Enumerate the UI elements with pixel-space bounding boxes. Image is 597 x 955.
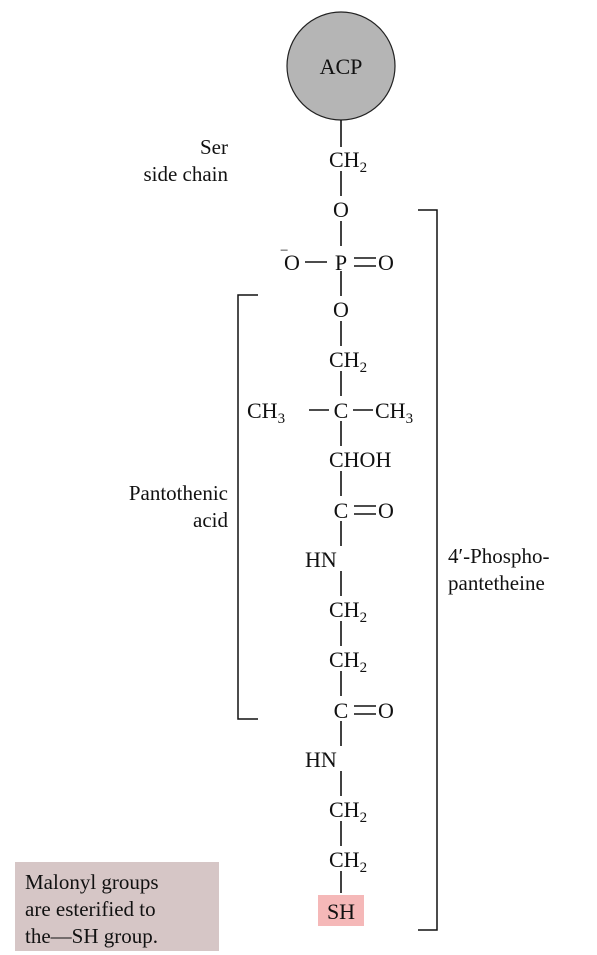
choh: CHOH bbox=[329, 447, 391, 472]
pantothenic-bracket bbox=[237, 294, 258, 720]
backbone-bonds bbox=[305, 120, 376, 893]
ch2-beta-alanine-1: CH2 bbox=[329, 597, 367, 626]
note-line3: the—SH group. bbox=[25, 924, 158, 948]
ch2-pantoyl: CH2 bbox=[329, 347, 367, 376]
thiol-group: SH bbox=[327, 899, 355, 924]
phosphopantetheine-bracket bbox=[418, 209, 438, 931]
sh-highlight bbox=[318, 895, 364, 926]
ch2-ser: CH2 bbox=[329, 147, 367, 176]
quaternary-carbon: C bbox=[334, 398, 349, 423]
pantothenic-label-line2: acid bbox=[193, 508, 228, 532]
ch3-right: CH3 bbox=[375, 398, 413, 427]
ser-label-line1: Ser bbox=[200, 135, 228, 159]
ch2-beta-alanine-2: CH2 bbox=[329, 647, 367, 676]
ch2-cysteamine-2: CH2 bbox=[329, 847, 367, 876]
amide-nh-1: HN bbox=[305, 547, 337, 572]
amide-nh-2: HN bbox=[305, 747, 337, 772]
ch3-left: CH3 bbox=[247, 398, 285, 427]
ester-oxygen: O bbox=[333, 197, 349, 222]
phosphoryl-oxygen: O bbox=[378, 250, 394, 275]
note-line1: Malonyl groups bbox=[25, 870, 159, 894]
phosphate-oxygen: O bbox=[333, 297, 349, 322]
negative-charge: − bbox=[280, 243, 288, 259]
carbonyl-carbon-2: C bbox=[334, 698, 349, 723]
anionic-oxygen: O bbox=[284, 250, 300, 275]
malonyl-note-box bbox=[15, 862, 219, 951]
phosphorus: P bbox=[335, 250, 347, 275]
carbonyl-oxygen-2: O bbox=[378, 698, 394, 723]
carbonyl-oxygen-1: O bbox=[378, 498, 394, 523]
phospho-label-line2: pantetheine bbox=[448, 571, 545, 595]
carbonyl-carbon-1: C bbox=[334, 498, 349, 523]
pantothenic-label-line1: Pantothenic bbox=[129, 481, 228, 505]
phospho-label-line1: 4′-Phospho- bbox=[448, 544, 549, 568]
acp-label: ACP bbox=[320, 54, 363, 79]
note-line2: are esterified to bbox=[25, 897, 156, 921]
ch2-cysteamine-1: CH2 bbox=[329, 797, 367, 826]
ser-label-line2: side chain bbox=[143, 162, 228, 186]
